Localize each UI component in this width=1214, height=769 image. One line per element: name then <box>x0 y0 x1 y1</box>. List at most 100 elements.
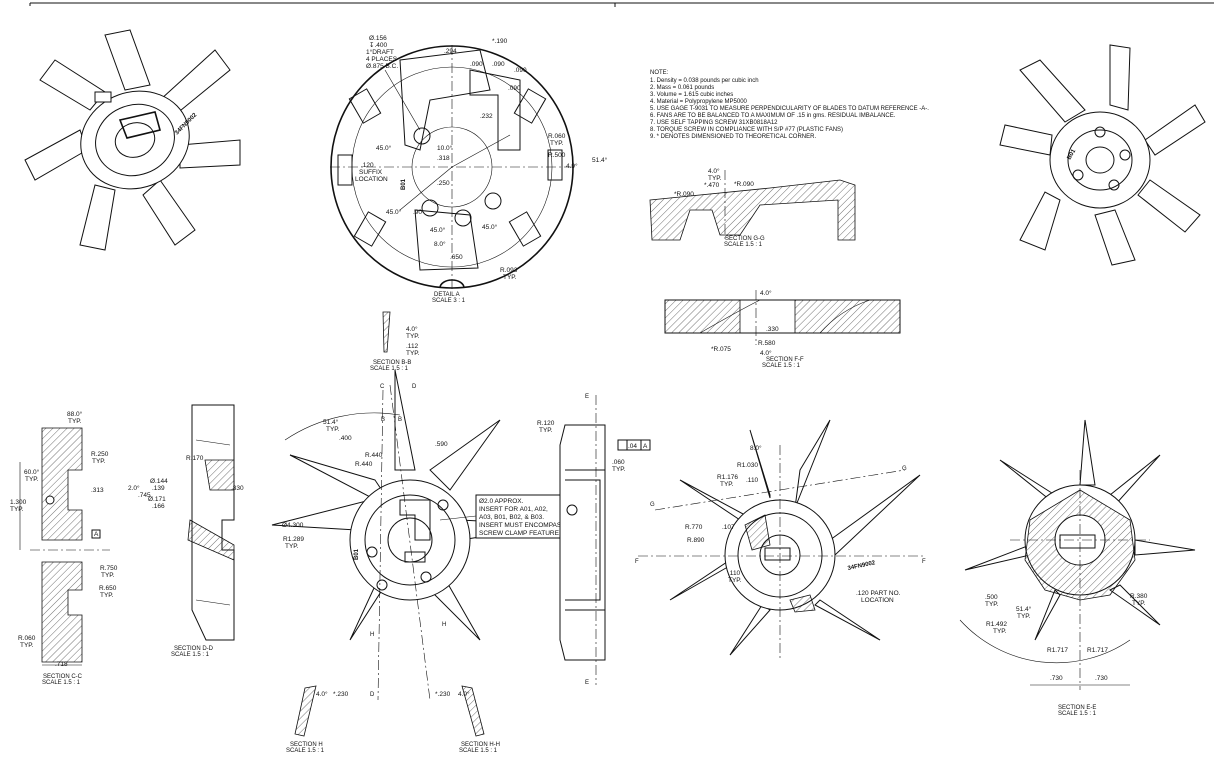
dim-label: .745 <box>138 492 151 499</box>
dim-label: R.093 <box>500 267 518 274</box>
note-item: 3. Volume = 1.615 cubic inches <box>650 92 733 98</box>
dim-label: R.440 <box>365 452 383 459</box>
dim-label: 4.0° <box>406 325 418 333</box>
insert-note: Ø2.0 APPROX. INSERT FOR A01, A02, A03, B… <box>439 494 566 539</box>
section-letter: D <box>370 692 375 698</box>
dim-label: R1.492 <box>986 621 1007 628</box>
dim-label: .110 <box>746 477 759 484</box>
dim-label: R1.176 <box>717 474 738 481</box>
section-part-mark: 34FN9002 <box>847 560 876 572</box>
dim-label: 8.0° <box>750 444 762 452</box>
dim-label: 10.0° <box>437 144 453 152</box>
section-letter: H <box>370 632 374 638</box>
dim-label: *R.090 <box>734 181 754 188</box>
dim-label: TYP. <box>285 543 299 550</box>
dim-label: .318 <box>437 155 450 162</box>
dim-label: TYP. <box>550 140 564 147</box>
section-hh-view: *.230 4.0° SECTION H-H SCALE 1.5 : 1 <box>435 685 500 754</box>
view-title: SECTION H <box>290 742 323 748</box>
iso-view-left: 34FN9002 <box>24 29 241 251</box>
detail-a-mark: B01 <box>401 178 407 190</box>
dim-label: Ø.171 <box>148 496 166 503</box>
view-title: SECTION C-C <box>43 674 83 680</box>
section-letter: G <box>650 502 655 508</box>
tolerance-value: .04 <box>628 443 637 450</box>
view-scale: SCALE 1.5 : 1 <box>286 748 325 754</box>
dim-label: TYP. <box>101 572 115 579</box>
dim-label: TYP. <box>68 418 82 425</box>
dim-label: Ø.144 <box>150 478 168 485</box>
dim-label: R.060 <box>548 133 566 140</box>
datum-label: A <box>643 443 648 450</box>
insert-note-line: A03, B01, B02, & B03. <box>479 514 544 521</box>
detail-a-suffix-callout: LOCATION <box>355 176 388 183</box>
section-gg-view: 4.0° TYP. *.470 *R.090 *R.090 SECTION G-… <box>649 167 856 248</box>
section-letter: B <box>381 417 385 423</box>
dim-label: 45.0° <box>376 144 392 152</box>
insert-note-line: SCREW CLAMP FEATURE <box>479 530 560 537</box>
insert-note-line: INSERT FOR A01, A02, <box>479 506 548 513</box>
dim-label: R.440 <box>355 461 373 468</box>
dim-label: .718 <box>55 661 68 668</box>
detail-a-view: Ø.156 ↧.400 1°DRAFT 4 PLACES Ø.875 B.C. … <box>330 35 608 304</box>
dim-label: R1.289 <box>283 536 304 543</box>
dim-label: .120 PART NO. <box>856 590 901 597</box>
dim-label: TYP. <box>728 577 742 584</box>
dim-label: TYP. <box>708 175 722 182</box>
dim-label: LOCATION <box>861 597 894 604</box>
dim-label: R.500 <box>548 152 566 159</box>
dim-label: 45.0° <box>386 208 402 216</box>
dim-label: R1.030 <box>737 462 758 469</box>
dim-label: R1.717 <box>1087 647 1108 654</box>
dim-label: .90 <box>413 209 422 216</box>
detail-a-hole-callout: Ø.875 B.C. <box>366 63 398 70</box>
dim-label: 51.4° <box>1016 605 1032 613</box>
dim-label: .294 <box>444 48 457 55</box>
view-scale: SCALE 1.5 : 1 <box>762 363 801 369</box>
dim-label: TYP. <box>326 426 340 433</box>
dim-label: TYP. <box>92 458 106 465</box>
dim-label: 60.0° <box>24 468 40 476</box>
section-view-center: G G F F 34FN9002 8.0° R1.030 R1.176 TYP.… <box>635 419 926 660</box>
view-title: SECTION D-D <box>174 646 214 652</box>
note-item: 5. USE GAGE T-9031 TO MEASURE PERPENDICU… <box>650 106 929 112</box>
section-ff-view: 4.0° .330 R.580 *R.075 4.0° SECTION F-F … <box>664 289 901 369</box>
note-item: 2. Mass = 0.061 pounds <box>650 85 714 91</box>
dim-label: .330 <box>766 326 779 333</box>
detail-a-hole-callout: Ø.156 <box>369 35 387 42</box>
dim-label: .590 <box>435 441 448 448</box>
section-letter: F <box>922 559 926 565</box>
section-h-view: 4.0° *.230 SECTION H SCALE 1.5 : 1 <box>286 685 349 754</box>
note-item: 6. FANS ARE TO BE BALANCED TO A MAXIMUM … <box>650 113 896 119</box>
dim-label: 4.9° <box>566 162 578 170</box>
note-item: 7. USE SELF TAPPING SCREW 31XB0818A12 <box>650 120 778 126</box>
note-item: 4. Material = Polypropylene MP5000 <box>650 99 748 105</box>
dim-label: R1.717 <box>1047 647 1068 654</box>
note-item: 1. Density = 0.038 pounds per cubic inch <box>650 78 759 84</box>
dim-label: .090 <box>470 61 483 68</box>
view-scale: SCALE 1.5 : 1 <box>459 748 498 754</box>
iso-right-mark: B01 <box>1067 148 1078 161</box>
dim-label: .232 <box>480 113 493 120</box>
notes-title: NOTE: <box>650 70 669 76</box>
view-scale: SCALE 3 : 1 <box>432 298 466 304</box>
dim-label: R.120 <box>537 420 555 427</box>
dim-label: TYP. <box>985 601 999 608</box>
dim-label: TYP. <box>612 466 626 473</box>
dim-label: 88.0° <box>67 410 83 418</box>
dim-label: .112 <box>406 343 419 350</box>
dim-label: 1.300 <box>10 499 27 506</box>
dim-label: .250 <box>437 180 450 187</box>
dim-label: TYP. <box>406 333 420 340</box>
view-scale: SCALE 1.5 : 1 <box>42 680 81 686</box>
note-item: 9. * DENOTES DIMENSIONED TO THEORETICAL … <box>650 134 816 140</box>
section-letter: H <box>442 622 446 628</box>
view-title: SECTION B-B <box>373 360 411 366</box>
dim-label: 4.0° <box>760 289 772 297</box>
datum-label: A <box>94 531 99 538</box>
dim-label: TYP. <box>539 427 553 434</box>
view-scale: SCALE 1.5 : 1 <box>724 242 763 248</box>
dim-label: .090 <box>508 85 521 92</box>
section-letter: G <box>902 466 907 472</box>
dim-label: 8.0° <box>434 240 446 248</box>
